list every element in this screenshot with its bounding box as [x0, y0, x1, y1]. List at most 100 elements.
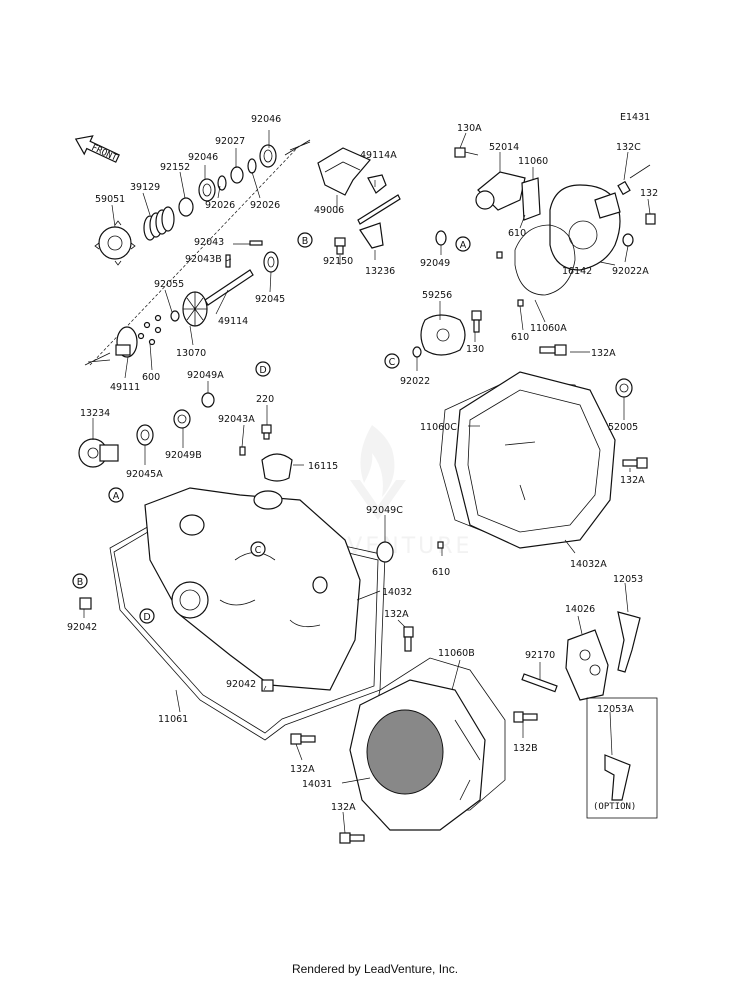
pin-92043-icon: [249, 240, 263, 246]
svg-text:C: C: [389, 357, 396, 368]
svg-text:B: B: [77, 577, 84, 588]
part-label: 92026: [205, 200, 235, 211]
part-label: 59051: [95, 194, 125, 205]
bolt-92150-icon: [334, 237, 346, 255]
pin-610a-icon: [496, 251, 503, 259]
part-label: 16115: [308, 461, 338, 472]
bearing-92046a-icon: [259, 144, 277, 168]
circlip-92027-icon: [230, 166, 244, 184]
part-label: 92150: [323, 256, 353, 267]
gear-59051-icon: [94, 220, 136, 266]
housing-49006-icon: [317, 147, 371, 196]
part-label: 610: [508, 228, 526, 239]
bearing-92049b-icon: [173, 409, 191, 429]
axis-arrow-lower: [84, 352, 111, 366]
cover-14032a-icon: [454, 371, 616, 549]
footer-credit: Rendered by LeadVenture, Inc.: [291, 962, 459, 976]
svg-text:D: D: [143, 612, 150, 623]
callout-c-2: C: [250, 541, 266, 557]
svg-text:A: A: [460, 240, 467, 251]
callout-c-1: C: [384, 353, 400, 369]
seal-92049a-icon: [201, 392, 215, 408]
part-label: 92049A: [187, 370, 224, 381]
washer-92026b-icon: [247, 158, 257, 174]
option-label: (OPTION): [593, 802, 636, 812]
gear-13234-icon: [78, 438, 119, 468]
callout-b-2: B: [72, 573, 88, 589]
svg-text:B: B: [302, 236, 309, 247]
bolt-132a-2-icon: [622, 457, 648, 469]
part-label: 13070: [176, 348, 206, 359]
leader-lines: [83, 130, 651, 834]
part-label: 132A: [591, 348, 616, 359]
part-label: 600: [142, 372, 160, 383]
part-label: 92042: [226, 679, 256, 690]
bearing-92045a-icon: [136, 424, 154, 446]
impeller-13070-icon: [182, 291, 208, 327]
front-arrow-label: FRONT: [90, 143, 119, 164]
cover-14031-icon: [349, 679, 486, 831]
part-label: 132B: [513, 743, 538, 754]
seal-92049c-icon: [376, 541, 394, 563]
callout-a-2: A: [108, 487, 124, 503]
bearing-92046b-icon: [198, 178, 216, 202]
part-label: 92043B: [185, 254, 222, 265]
part-label: 92049: [420, 258, 450, 269]
bolt-132c-icon: [617, 164, 651, 196]
plug-16115-icon: [261, 453, 293, 482]
bearing-92045-icon: [263, 251, 279, 273]
pin-610c-icon: [437, 541, 444, 549]
svg-text:C: C: [255, 545, 262, 556]
part-label: 92042: [67, 622, 97, 633]
washer-92026a-icon: [217, 175, 227, 191]
front-arrow-icon: FRONT: [74, 135, 120, 164]
bolt-132a-3-icon: [403, 626, 414, 652]
part-label: 14032: [382, 587, 412, 598]
pump-cover-16142-icon: [549, 184, 621, 271]
gasket-11060a-icon: [514, 224, 576, 296]
part-label: 11060: [518, 156, 548, 167]
spring-39129-icon: [143, 206, 175, 241]
pin-610b-icon: [517, 299, 524, 307]
part-label: 92043A: [218, 414, 255, 425]
part-label: 39129: [130, 182, 160, 193]
part-label: 12053A: [597, 704, 634, 715]
figure-id: E1431: [620, 112, 650, 123]
pin-92043a-icon: [239, 446, 246, 456]
part-label: 132A: [384, 609, 409, 620]
balls-600-icon: [137, 314, 162, 346]
part-label: 132A: [290, 764, 315, 775]
part-label: 92022: [400, 376, 430, 387]
svg-text:D: D: [259, 365, 266, 376]
dowel-92042b-icon: [261, 679, 274, 692]
cover-14032-icon: [144, 487, 361, 691]
part-label: 92027: [215, 136, 245, 147]
part-label: 130: [466, 344, 484, 355]
part-label: 132: [640, 188, 658, 199]
part-label: 610: [511, 332, 529, 343]
bracket-12053a-icon: [604, 754, 631, 801]
part-labels: 92046 92027 92046 92152 39129 59051 9202…: [67, 114, 658, 813]
cap-59256-icon: [420, 314, 466, 356]
part-label: 16142: [562, 266, 592, 277]
part-label: 92046: [188, 152, 218, 163]
part-label: 92045: [255, 294, 285, 305]
callout-a-1: A: [455, 236, 471, 252]
lever-49114a-icon: [357, 174, 401, 225]
bracket-12053-icon: [617, 611, 641, 673]
callout-d-1: D: [255, 361, 271, 377]
part-label: 49111: [110, 382, 140, 393]
axis-arrow-upper: [284, 139, 311, 156]
part-label: 220: [256, 394, 274, 405]
part-label: 132C: [616, 142, 641, 153]
part-label: 14031: [302, 779, 332, 790]
option-box: [586, 697, 658, 819]
part-label: 130A: [457, 123, 482, 134]
callout-d-2: D: [139, 608, 155, 624]
part-label: 52005: [608, 422, 638, 433]
seal-52005-icon: [615, 378, 633, 398]
part-label: 92026: [250, 200, 280, 211]
bolt-132a-5-icon: [339, 832, 365, 844]
bolt-132b-icon: [513, 711, 538, 723]
part-label: 13234: [80, 408, 110, 419]
